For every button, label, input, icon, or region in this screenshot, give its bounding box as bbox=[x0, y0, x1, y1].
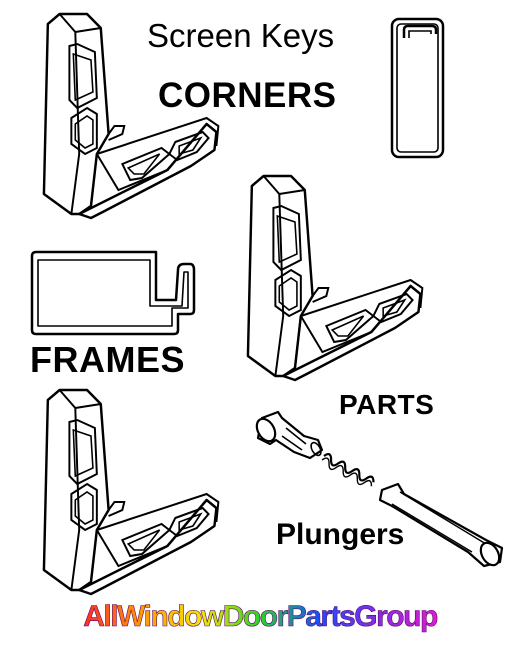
plunger-pin-illustration bbox=[255, 410, 324, 460]
frames-label: FRAMES bbox=[30, 339, 185, 380]
corner-key-bottom-left bbox=[42, 388, 220, 596]
brand-logo: AllWindowDoorPartsGroup bbox=[83, 600, 440, 634]
brand-wordmark: AllWindowDoorPartsGroup bbox=[83, 600, 438, 633]
corner-key-middle-right bbox=[246, 174, 424, 382]
corners-label: CORNERS bbox=[158, 76, 337, 115]
screen-key-illustration bbox=[390, 17, 445, 159]
plunger-spring-illustration bbox=[321, 453, 375, 487]
plunger-rod-illustration bbox=[378, 482, 504, 568]
plungers-label: Plungers bbox=[276, 518, 405, 551]
frame-profile-illustration bbox=[30, 250, 196, 336]
screen-keys-label: Screen Keys bbox=[147, 17, 335, 54]
parts-label: PARTS bbox=[339, 389, 435, 420]
